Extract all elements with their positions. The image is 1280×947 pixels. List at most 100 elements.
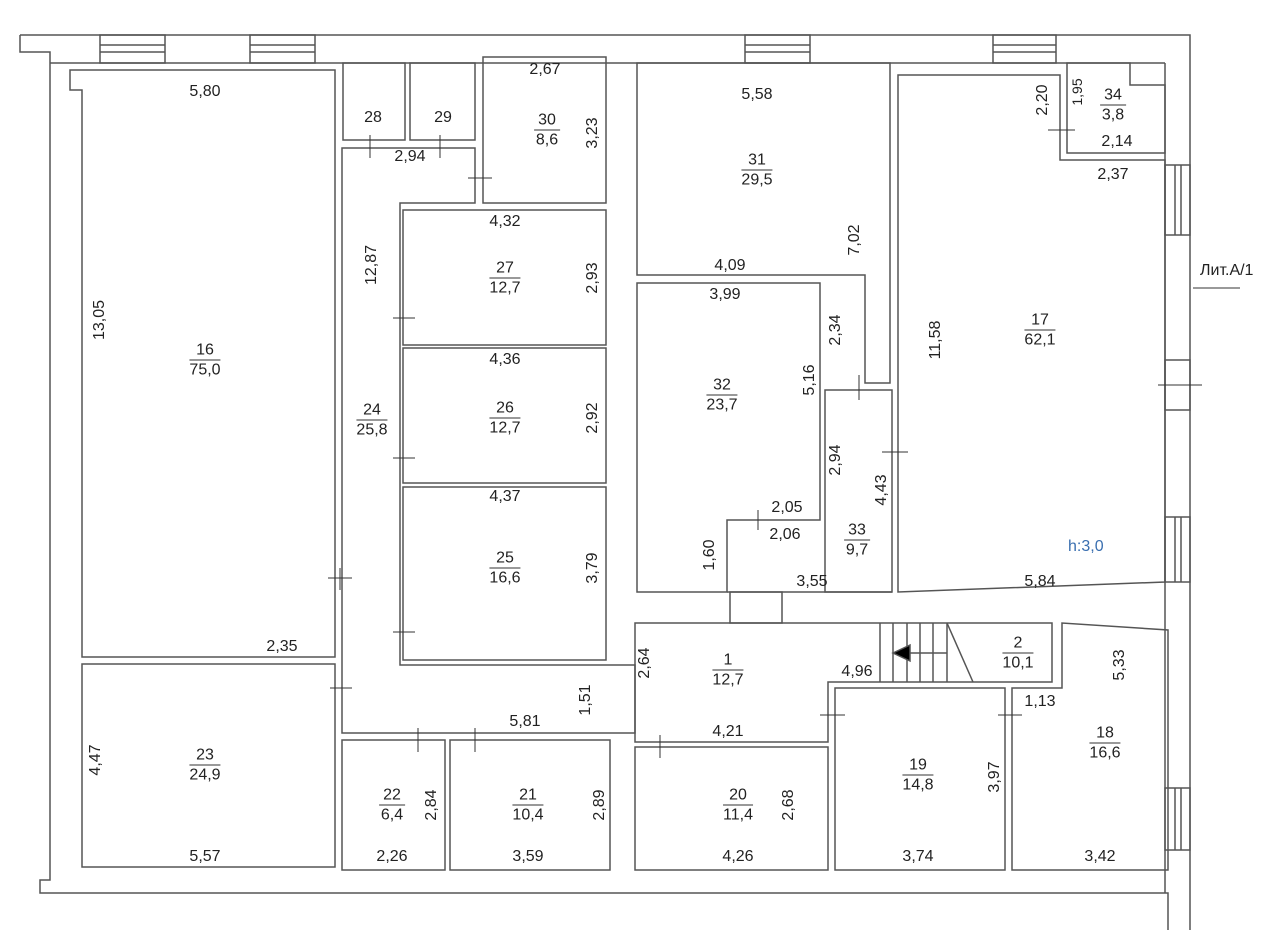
dimension: 2,64 [636,647,653,679]
dimension: 2,89 [591,789,608,821]
room-number: 26 [489,399,521,419]
room-area: 8,6 [535,131,559,149]
dimension: 2,92 [584,402,601,434]
room-area: 62,1 [1024,331,1056,349]
dimension: 11,58 [927,320,944,360]
room-1 [634,622,1053,743]
door-marks [328,129,1240,758]
room-area: 11,4 [723,806,753,824]
dimension: 4,43 [873,474,890,506]
room-22 [341,739,446,871]
building-label: Лит.А/1 [1200,262,1254,279]
dimension: 5,58 [741,86,773,103]
dimension: 13,05 [91,299,108,341]
room-number: 31 [741,151,773,171]
room-17 [897,74,1166,593]
room-area: 75,0 [189,361,221,379]
dimension: 2,06 [769,526,801,543]
dimension: 2,35 [266,638,298,655]
dimension: 3,97 [986,761,1003,793]
dimension: 2,84 [423,789,440,821]
dimension: 1,60 [701,539,718,571]
dimension: 2,94 [827,444,844,476]
dimension: 3,55 [796,573,828,590]
room-27 [402,209,607,346]
room-number: 21 [512,786,544,806]
room-area: 12,7 [489,419,521,437]
room-18 [1011,622,1169,871]
dimension: 4,32 [489,213,521,230]
room-19 [834,687,1006,871]
dimension: 2,67 [529,61,561,78]
room-area: 16,6 [1089,744,1121,762]
room-31 [636,62,891,384]
room-29 [409,62,476,141]
dimension: 2,05 [771,499,803,516]
dimension: 3,74 [902,848,934,865]
room-number: 19 [902,756,934,776]
dimension: 4,26 [722,848,754,865]
dimension: 2,34 [827,314,844,346]
room-number: 34 [1100,86,1126,106]
room-number: 22 [379,786,405,806]
room-number: 24 [356,401,388,421]
room-area: 29,5 [741,171,773,189]
room-32 [636,282,821,593]
dimension: 4,09 [714,257,746,274]
dimension: 2,26 [376,848,408,865]
dimension: 3,99 [709,286,741,303]
dimension: 3,79 [584,552,601,584]
outer-wall [20,34,1191,930]
dimension: 5,84 [1024,573,1056,590]
room-29-label: 29 [434,109,452,126]
dimension: 5,16 [801,364,818,396]
room-24 [341,147,636,734]
room-number: 17 [1024,311,1056,331]
room-26 [402,347,607,484]
room-number: 1 [712,651,744,671]
room-area: 12,7 [712,671,744,689]
room-area: 9,7 [845,541,869,559]
room-area: 12,7 [489,279,521,297]
dimension: 4,47 [87,744,104,776]
dimension: 4,36 [489,351,521,368]
room-21 [449,739,611,871]
dimension: 5,80 [189,83,221,100]
dimension: 5,33 [1111,649,1128,681]
dimension: 1,95 [1069,78,1085,106]
room-number: 23 [189,746,221,766]
room-area: 14,8 [902,776,934,794]
room-area: 6,4 [380,806,404,824]
room-area: 23,7 [706,396,738,414]
dimension: 1,13 [1024,693,1056,710]
dimension: 4,37 [489,488,521,505]
outer-wall-inner [19,35,1169,930]
room-number: 30 [534,111,560,131]
room-16 [69,69,336,658]
dimension: 3,42 [1084,848,1116,865]
windows [99,34,1191,851]
room-number: 25 [489,549,521,569]
ceiling-height-label: h:3,0 [1068,538,1104,555]
dimension: 4,21 [712,723,744,740]
room-28 [342,62,406,141]
dimension: 2,37 [1097,166,1129,183]
room-number: 33 [844,521,870,541]
